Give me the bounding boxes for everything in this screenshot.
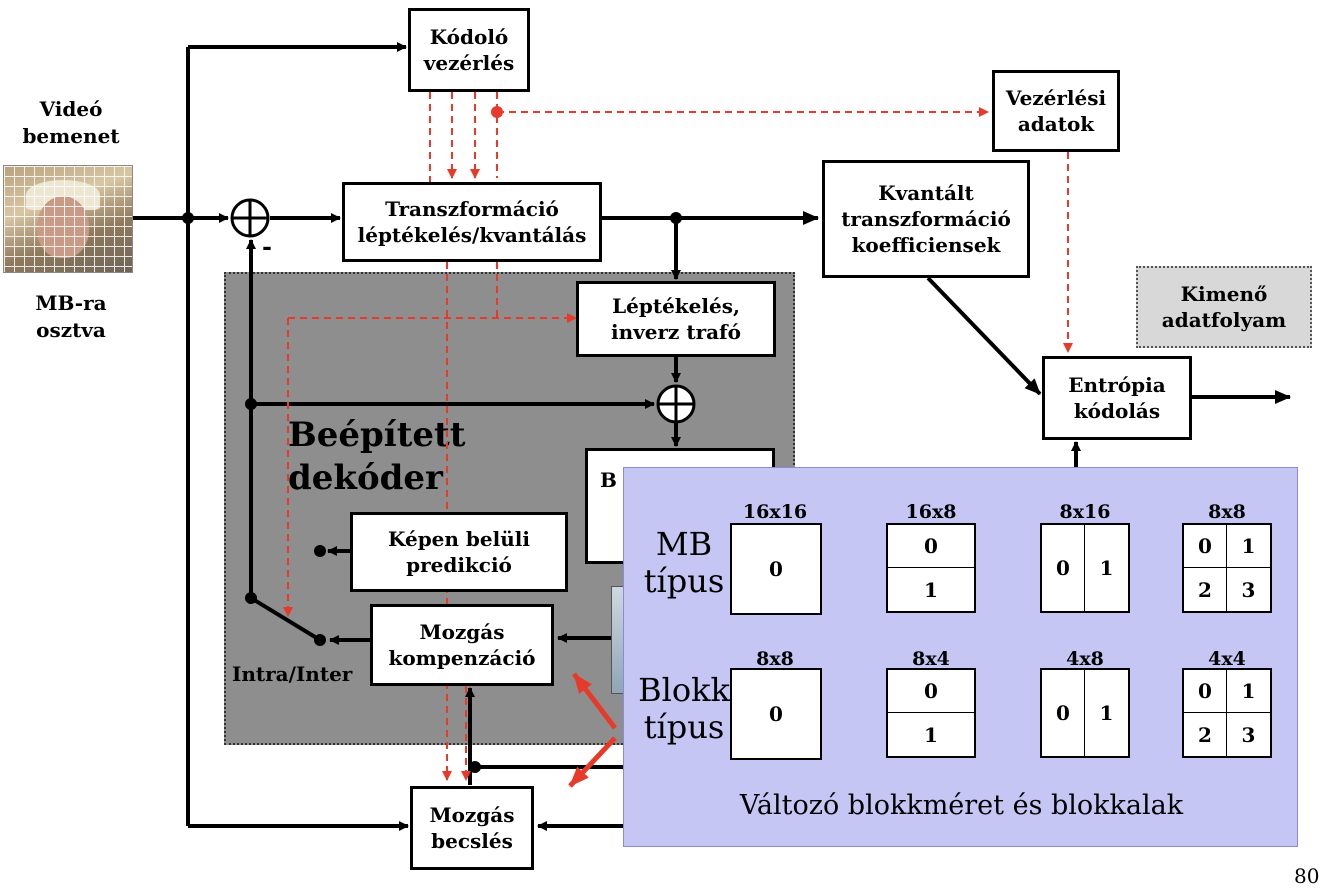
motion-estimation-block: Mozgás becslés: [410, 786, 534, 870]
inverse-transform-block: Léptékelés, inverz trafó: [576, 281, 776, 357]
partition-cell: 3: [1241, 577, 1256, 602]
partition-cell: 0: [1184, 525, 1227, 568]
mb-grid-title: 8x8: [1208, 501, 1246, 523]
block-grid-title: 4x8: [1066, 648, 1104, 670]
block-partition-8x4: 0 1: [886, 668, 976, 758]
partition-cell: 0: [888, 670, 974, 713]
embedded-decoder-label: Beépített dekóder: [288, 415, 466, 498]
video-input-title: Videó bemenet: [22, 97, 120, 148]
control-data-block: Vezérlési adatok: [992, 70, 1120, 152]
partition-cell: 0: [1184, 670, 1227, 713]
mb-grid-title: 16x16: [742, 501, 808, 523]
block-grid-title: 8x4: [912, 648, 950, 670]
partition-cell: 1: [1227, 670, 1270, 713]
partition-cell: 3: [1241, 722, 1256, 747]
block-partition-4x4: 0 1 2 3: [1182, 668, 1272, 758]
adder-symbol: [230, 198, 270, 238]
intra-inter-switch-label: Intra/Inter: [232, 662, 353, 686]
partition-cell: 0: [888, 525, 974, 568]
block-grid-title: 4x4: [1208, 648, 1246, 670]
block-partition-8x8: 0: [730, 668, 822, 760]
entropy-coding-block: Entrópia kódolás: [1042, 356, 1192, 440]
partition-cell: 1: [1227, 525, 1270, 568]
quantized-coefficients-block: Kvantált transzformáció koefficiensek: [822, 160, 1030, 278]
partition-cell: 1: [1099, 556, 1114, 580]
partition-cell: 0: [1042, 525, 1085, 611]
mb-grid-title: 16x8: [905, 501, 957, 523]
mb-partition-8x8: 0 1 2 3: [1182, 523, 1272, 613]
overlay-caption: Változó blokkméret és blokkalak: [739, 790, 1184, 821]
video-input-caption: MB-ra osztva: [35, 291, 107, 342]
output-bitstream-label: Kimenő adatfolyam: [1136, 266, 1312, 348]
encoder-control-block: Kódoló vezérlés: [408, 8, 530, 92]
page-number: 80: [1294, 864, 1320, 888]
adder-symbol: [656, 384, 696, 424]
partition-cell: 1: [924, 722, 938, 747]
partition-cell: 0: [769, 702, 783, 726]
mb-grid-title: 8x16: [1059, 501, 1111, 523]
block-partition-4x8: 0 1: [1040, 668, 1130, 758]
mb-partition-16x8: 0 1: [886, 523, 976, 613]
mb-partition-8x16: 0 1: [1040, 523, 1130, 613]
block-size-overlay-panel: MB típus Blokk típus 16x16 0 16x8 0 1 8x…: [623, 467, 1298, 847]
partition-cell: 0: [769, 557, 783, 581]
block-type-label: Blokk típus: [638, 671, 730, 746]
partition-cell: 2: [1184, 568, 1227, 611]
transform-quantization-block: Transzformáció léptékelés/kvantálás: [342, 182, 602, 262]
partition-cell: 1: [924, 577, 938, 602]
video-frame-image: [3, 165, 133, 273]
minus-sign: -: [262, 232, 272, 261]
block-grid-title: 8x8: [756, 648, 794, 670]
macroblock-grid: [4, 166, 132, 272]
mb-partition-16x16: 0: [730, 523, 822, 615]
partition-cell: 2: [1184, 713, 1227, 756]
mb-type-label: MB típus: [643, 525, 725, 600]
motion-compensation-block: Mozgás kompenzáció: [370, 604, 554, 686]
intra-prediction-block: Képen belüli predikció: [350, 512, 568, 592]
partition-cell: 0: [1042, 670, 1085, 756]
partition-cell: 1: [1099, 701, 1114, 725]
